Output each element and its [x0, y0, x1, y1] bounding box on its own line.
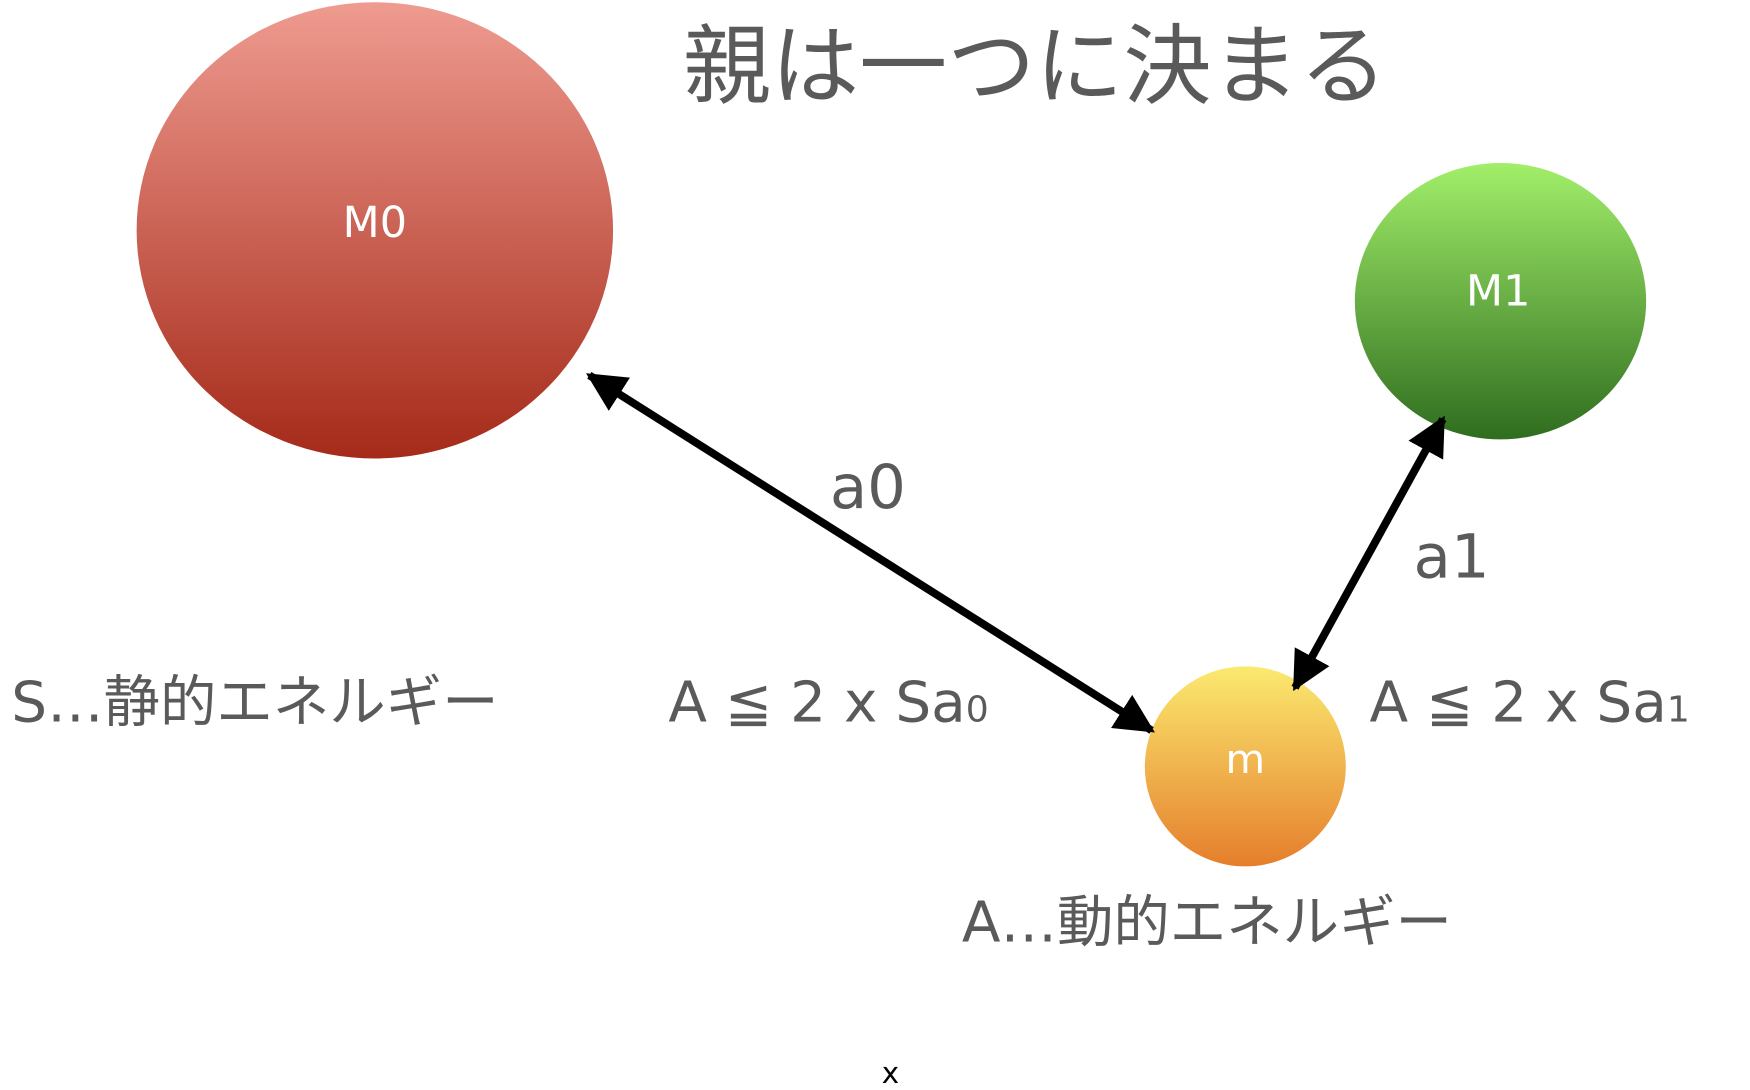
condition-a0-main: A ≦ 2 x Sa	[668, 671, 965, 736]
arrow-a1	[1291, 415, 1447, 692]
m1-circle	[1354, 162, 1647, 440]
node-m: m	[1144, 666, 1346, 867]
m-circle	[1144, 666, 1346, 867]
page-title: 親は一つに決まる	[683, 15, 1387, 118]
m-label: m	[1226, 735, 1266, 783]
m0-circle	[136, 2, 614, 459]
node-m1: M1	[1354, 162, 1647, 440]
edge-label-a0: a0	[830, 453, 906, 523]
arrow-a0	[586, 371, 1155, 734]
edge-label-a1: a1	[1414, 523, 1490, 593]
node-m0: M0	[136, 2, 614, 459]
m0-label: M0	[343, 198, 407, 248]
m1-label: M1	[1466, 267, 1530, 317]
condition-a1-main: A ≦ 2 x Sa	[1370, 671, 1667, 736]
condition-a0-sub: 0	[966, 689, 989, 730]
condition-a1-sub: 1	[1667, 689, 1690, 730]
dynamic-energy-legend: A…動的エネルギー	[962, 891, 1452, 956]
condition-a1: A ≦ 2 x Sa1	[1370, 671, 1690, 736]
footer-mark: x	[882, 1056, 899, 1090]
static-energy-legend: S…静的エネルギー	[11, 671, 498, 736]
condition-a0: A ≦ 2 x Sa0	[668, 671, 988, 736]
